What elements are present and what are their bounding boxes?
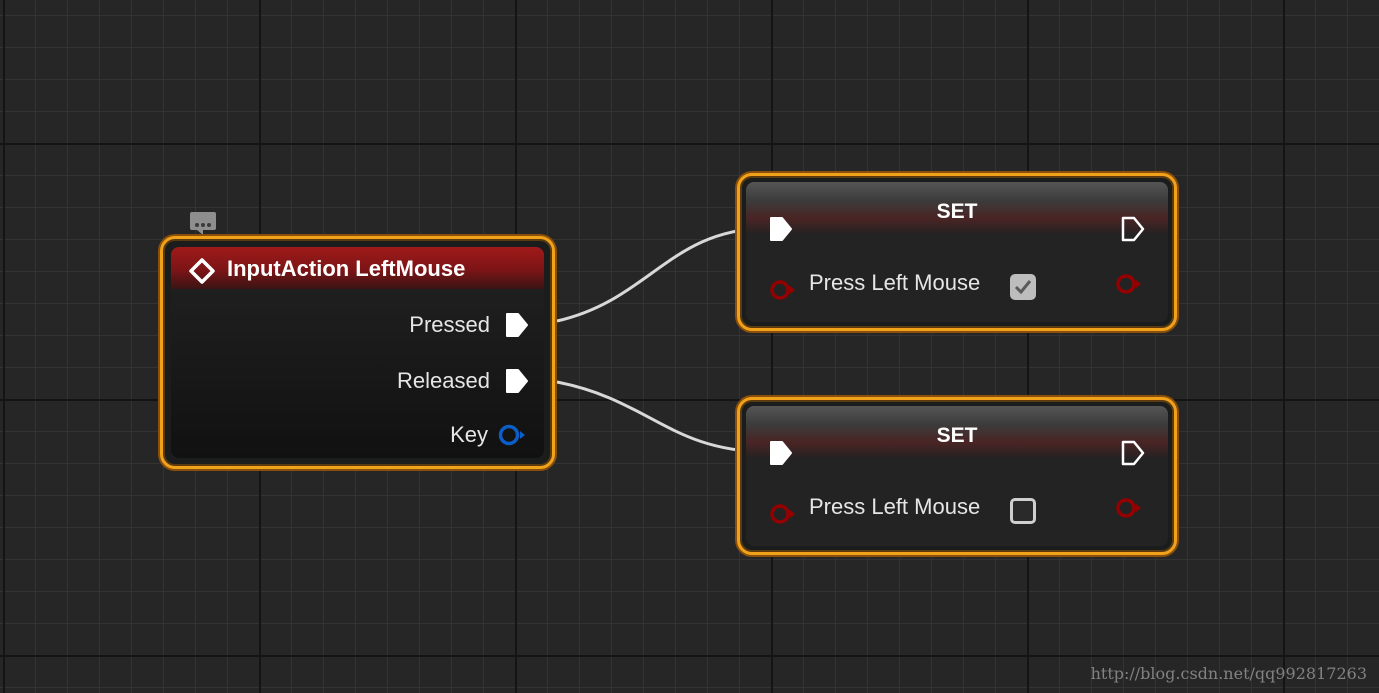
bool-in-pin-icon[interactable]	[768, 502, 798, 526]
bool-out-pin-icon[interactable]	[1114, 496, 1144, 520]
variable-label: Press Left Mouse	[809, 270, 981, 295]
exec-in-pin-icon[interactable]	[768, 439, 794, 467]
exec-out-pin-icon[interactable]	[1120, 439, 1146, 467]
set-node-pressed[interactable]: SET Press Left Mouse	[737, 173, 1177, 331]
variable-label: Press Left Mouse	[809, 494, 981, 519]
bool-in-pin-icon[interactable]	[768, 278, 798, 302]
bool-out-pin-icon[interactable]	[1114, 272, 1144, 296]
pressed-pin-label: Pressed	[409, 312, 490, 337]
checkbox-icon[interactable]	[1010, 274, 1036, 300]
checkbox-icon[interactable]	[1010, 498, 1036, 524]
released-exec-pin-icon[interactable]	[504, 367, 530, 395]
set-node-header[interactable]	[746, 182, 1168, 234]
input-action-node[interactable]: InputAction LeftMouse Pressed Released K…	[160, 236, 555, 469]
pressed-exec-pin-icon[interactable]	[504, 311, 530, 339]
event-diamond-icon	[189, 258, 215, 284]
checkmark-icon	[1014, 280, 1032, 295]
set-node-released[interactable]: SET Press Left Mouse	[737, 397, 1177, 555]
set-node-body	[746, 458, 1168, 546]
released-pin-label: Released	[397, 368, 490, 393]
exec-out-pin-icon[interactable]	[1120, 215, 1146, 243]
set-node-title: SET	[936, 424, 978, 447]
input-action-node-body	[171, 289, 544, 458]
set-node-body	[746, 234, 1168, 322]
key-struct-pin-icon[interactable]	[497, 423, 527, 447]
set-node-title: SET	[936, 200, 978, 223]
input-action-node-header[interactable]	[171, 247, 544, 289]
set-node-header[interactable]	[746, 406, 1168, 458]
key-pin-label: Key	[450, 422, 488, 447]
exec-in-pin-icon[interactable]	[768, 215, 794, 243]
input-action-node-title: InputAction LeftMouse	[227, 256, 466, 281]
comment-bubble-icon[interactable]	[189, 211, 217, 235]
watermark-text: http://blog.csdn.net/qq992817263	[1090, 664, 1367, 683]
